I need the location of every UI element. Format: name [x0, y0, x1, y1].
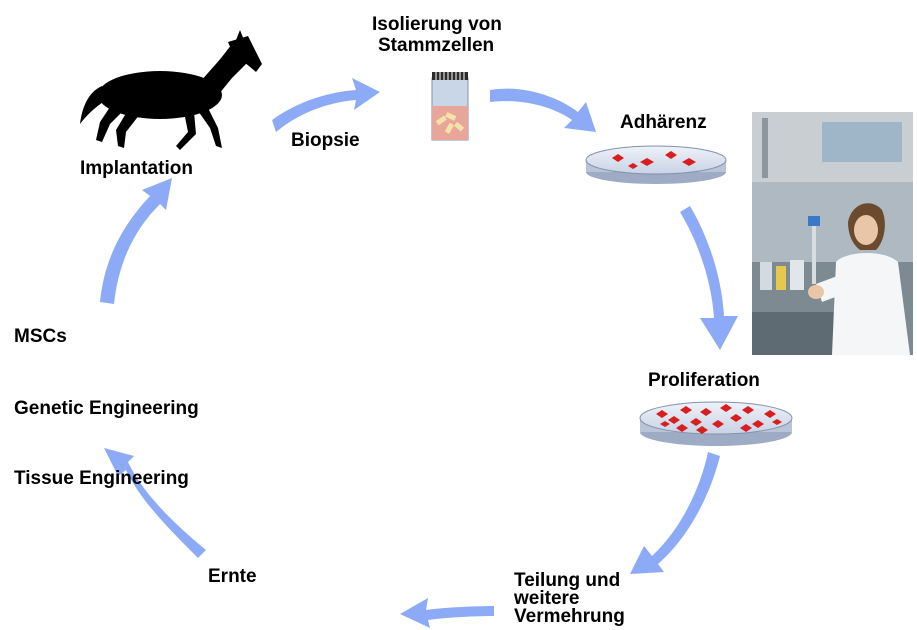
- cycle-arrows: [100, 78, 738, 628]
- label-isolation-line1: Isolierung von: [372, 14, 502, 35]
- petri-dish-proliferation-icon: [639, 401, 793, 446]
- label-isolation: Isolierung von Stammzellen: [372, 14, 502, 56]
- sample-vial-icon: [431, 72, 469, 141]
- lab-photo: [752, 112, 913, 355]
- label-implantation: Implantation: [80, 158, 193, 179]
- label-genetic-engineering: Genetic Engineering: [14, 398, 199, 419]
- arrow-biopsie: [272, 78, 380, 132]
- lab-photo-scene: [752, 112, 913, 355]
- label-biopsie: Biopsie: [291, 130, 360, 151]
- label-teilung-line2: weitere: [514, 588, 580, 609]
- label-teilung-line3: Vermehrung: [514, 606, 625, 627]
- arrow-engineering: [104, 448, 206, 558]
- arrow-proliferation: [680, 206, 738, 350]
- label-ernte: Ernte: [208, 566, 257, 587]
- horse-silhouette-icon: [80, 30, 262, 150]
- arrow-adhaerenz: [490, 88, 596, 132]
- label-teilung-line1: Teilung und: [514, 570, 621, 591]
- label-proliferation: Proliferation: [648, 370, 760, 391]
- label-adhaerenz: Adhärenz: [620, 112, 707, 133]
- label-isolation-line2: Stammzellen: [378, 35, 495, 56]
- arrow-ernte: [400, 598, 494, 628]
- arrow-teilung: [630, 452, 720, 574]
- label-tissue-engineering: Tissue Engineering: [14, 468, 189, 489]
- petri-dish-adherence-icon: [585, 145, 727, 184]
- label-teilung: Teilung und weitere Vermehrung: [514, 570, 625, 627]
- arrow-implantation: [100, 178, 172, 304]
- label-mscs: MSCs: [14, 326, 67, 347]
